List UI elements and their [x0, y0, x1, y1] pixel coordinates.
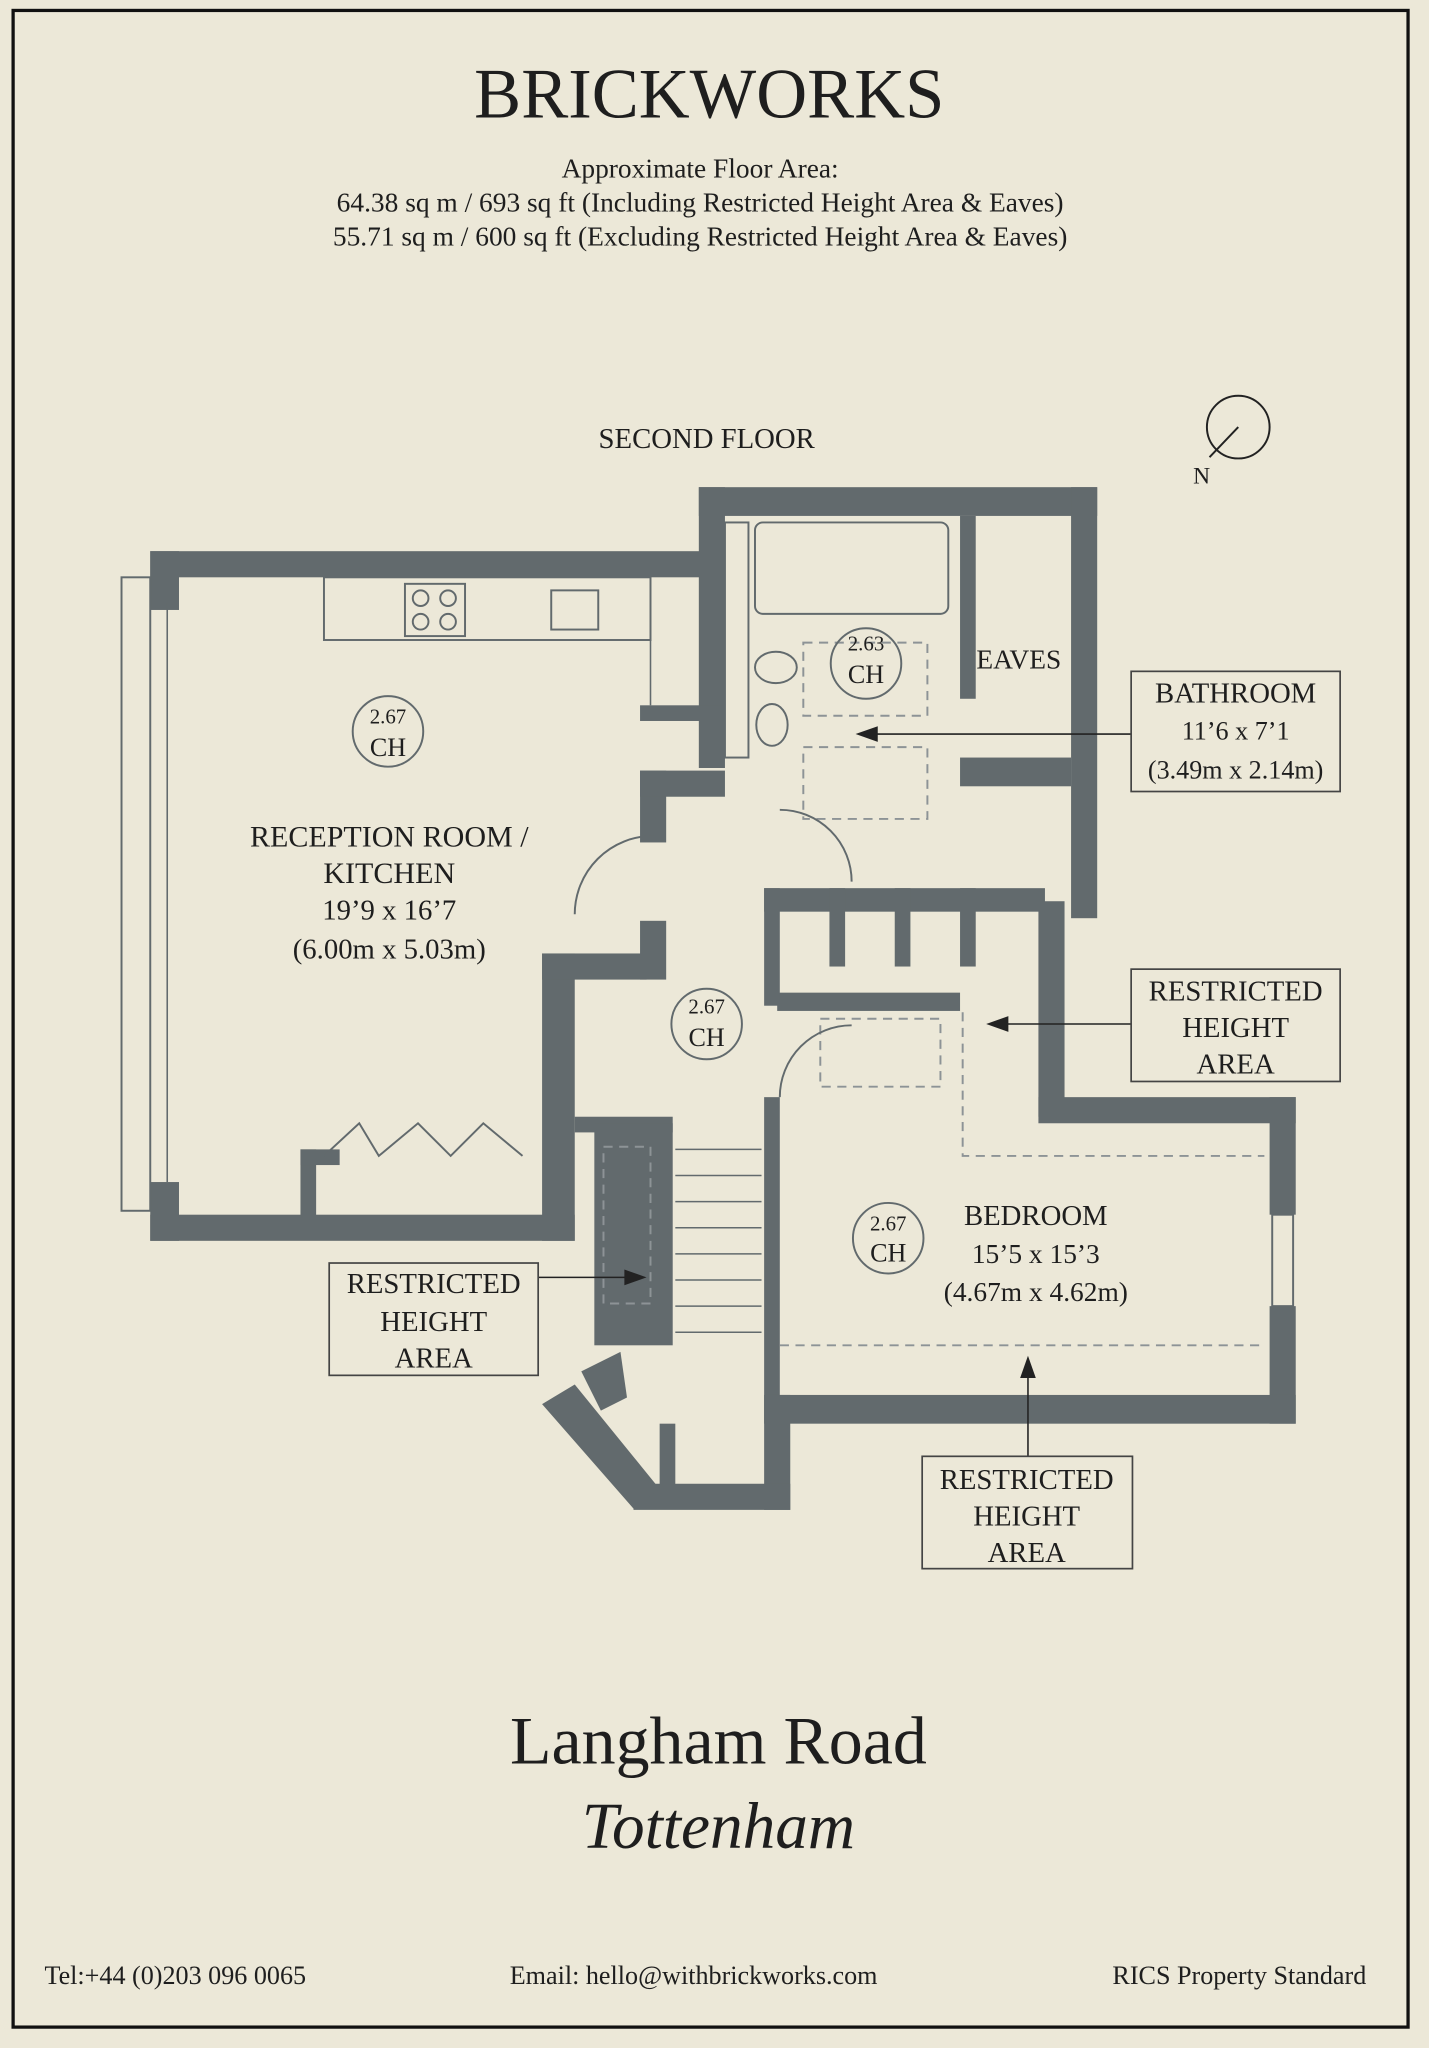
reception-name: RECEPTION ROOM / [250, 820, 529, 853]
footer-tel: Tel:+44 (0)203 096 0065 [44, 1961, 306, 1990]
walls [150, 487, 1296, 1510]
svg-text:RESTRICTED: RESTRICTED [347, 1268, 521, 1300]
svg-text:BATHROOM: BATHROOM [1155, 678, 1316, 710]
ch-marker-hall: 2.67 CH [670, 987, 743, 1061]
ch-marker-bathroom: 2.63 CH [829, 627, 903, 700]
bedroom-imperial: 15’5 x 15’3 [972, 1239, 1100, 1269]
reception-name-2: KITCHEN [323, 857, 455, 890]
svg-text:2.67: 2.67 [688, 995, 725, 1019]
svg-text:(3.49m x 2.14m): (3.49m x 2.14m) [1148, 755, 1324, 784]
bathroom-callout: BATHROOM 11’6 x 7’1 (3.49m x 2.14m) [855, 670, 1341, 793]
svg-text:HEIGHT: HEIGHT [973, 1501, 1080, 1533]
reception-metric: (6.00m x 5.03m) [293, 934, 486, 966]
svg-text:AREA: AREA [395, 1343, 473, 1375]
svg-text:AREA: AREA [988, 1537, 1066, 1569]
bathtub-icon [754, 521, 950, 615]
door-swing [778, 1024, 852, 1098]
arrow-icon [1020, 1355, 1036, 1378]
arrow-icon [855, 726, 878, 742]
footer-email: Email: hello@withbrickworks.com [510, 1961, 878, 1990]
wardrobe-doors [323, 1121, 524, 1158]
basin-icon [755, 703, 789, 747]
svg-text:CH: CH [689, 1023, 725, 1052]
floor-label: SECOND FLOOR [599, 423, 816, 455]
svg-text:2.67: 2.67 [870, 1211, 907, 1235]
ch-marker-bedroom: 2.67 CH [851, 1201, 925, 1275]
arrow-icon [624, 1269, 647, 1286]
svg-text:CH: CH [870, 1239, 906, 1268]
restricted-callout-right: RESTRICTED HEIGHT AREA [986, 968, 1341, 1083]
fixtures [120, 521, 1295, 1347]
svg-text:RESTRICTED: RESTRICTED [940, 1464, 1114, 1496]
svg-text:2.67: 2.67 [370, 705, 407, 729]
street-name: Langham Road [510, 1702, 927, 1778]
sink-icon [550, 589, 600, 631]
svg-text:CH: CH [370, 733, 406, 762]
svg-text:11’6 x 7’1: 11’6 x 7’1 [1182, 716, 1290, 745]
area-including: 64.38 sq m / 693 sq ft (Including Restri… [337, 188, 1064, 218]
toilet-icon [754, 650, 798, 685]
svg-text:AREA: AREA [1197, 1049, 1275, 1081]
svg-text:HEIGHT: HEIGHT [1182, 1012, 1289, 1044]
north-compass-icon: N [1193, 394, 1271, 489]
restricted-callout-bottom: RESTRICTED HEIGHT AREA [921, 1355, 1134, 1570]
ch-marker-reception: 2.67 CH [351, 695, 425, 768]
door-swing [779, 808, 853, 882]
svg-text:HEIGHT: HEIGHT [380, 1306, 487, 1338]
svg-text:RESTRICTED: RESTRICTED [1149, 975, 1323, 1007]
brand-title: BRICKWORKS [474, 56, 944, 134]
area-excluding: 55.71 sq m / 600 sq ft (Excluding Restri… [333, 222, 1068, 252]
hob-icon [403, 582, 467, 638]
bedroom-name: BEDROOM [964, 1200, 1108, 1232]
eaves-label: EAVES [976, 645, 1061, 675]
arrow-icon [986, 1016, 1009, 1032]
area-name: Tottenham [582, 1791, 855, 1863]
north-label: N [1193, 463, 1210, 489]
reception-imperial: 19’9 x 16’7 [322, 895, 456, 927]
svg-text:2.63: 2.63 [848, 631, 885, 655]
bedroom-metric: (4.67m x 4.62m) [944, 1277, 1128, 1307]
door-swing [573, 834, 654, 915]
svg-text:CH: CH [848, 660, 884, 689]
restricted-callout-left: RESTRICTED HEIGHT AREA [328, 1262, 647, 1377]
footer-standard: RICS Property Standard [1112, 1961, 1366, 1990]
area-title: Approximate Floor Area: [562, 154, 839, 184]
